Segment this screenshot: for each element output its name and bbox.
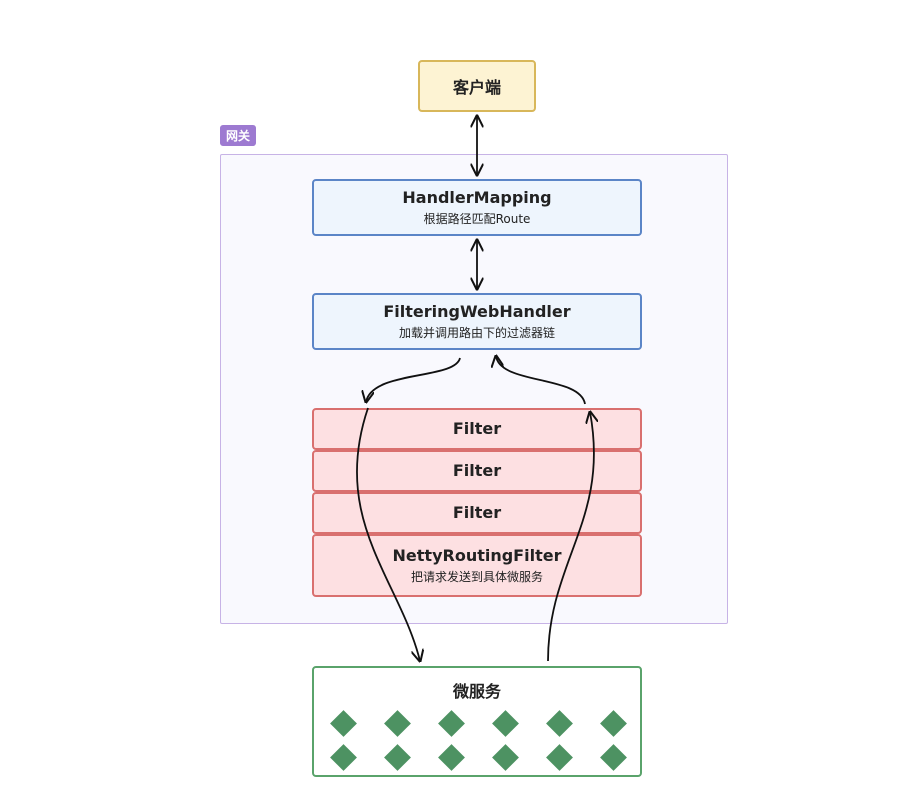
microservices-box: 微服务 [312, 666, 642, 777]
filtering-web-handler-subtitle: 加载并调用路由下的过滤器链 [398, 326, 555, 340]
netty-routing-filter-title: NettyRoutingFilter [392, 546, 562, 565]
filter-box-2: Filter [312, 450, 642, 492]
request-to-microservice-arrow [356, 407, 420, 661]
request-flow-arrow [366, 357, 461, 402]
filter-title: Filter [452, 461, 502, 480]
client-box: 客户端 [418, 60, 536, 112]
gateway-tag: 网关 [220, 125, 256, 146]
netty-routing-filter-box: NettyRoutingFilter 把请求发送到具体微服务 [312, 534, 642, 597]
filtering-web-handler-title: FilteringWebHandler [383, 302, 571, 321]
filter-title: Filter [452, 419, 502, 438]
filter-title: Filter [452, 503, 502, 522]
client-label: 客户端 [452, 78, 501, 97]
netty-routing-filter-subtitle: 把请求发送到具体微服务 [410, 570, 543, 584]
response-from-microservice-arrow [547, 412, 594, 662]
handler-mapping-subtitle: 根据路径匹配Route [423, 212, 531, 226]
gateway-tag-label: 网关 [225, 129, 250, 143]
filtering-web-handler-box: FilteringWebHandler 加载并调用路由下的过滤器链 [312, 293, 642, 350]
handler-mapping-title: HandlerMapping [402, 188, 552, 207]
microservices-title: 微服务 [452, 682, 501, 701]
response-flow-arrow [496, 356, 586, 405]
filter-box-3: Filter [312, 492, 642, 534]
handler-mapping-box: HandlerMapping 根据路径匹配Route [312, 179, 642, 236]
